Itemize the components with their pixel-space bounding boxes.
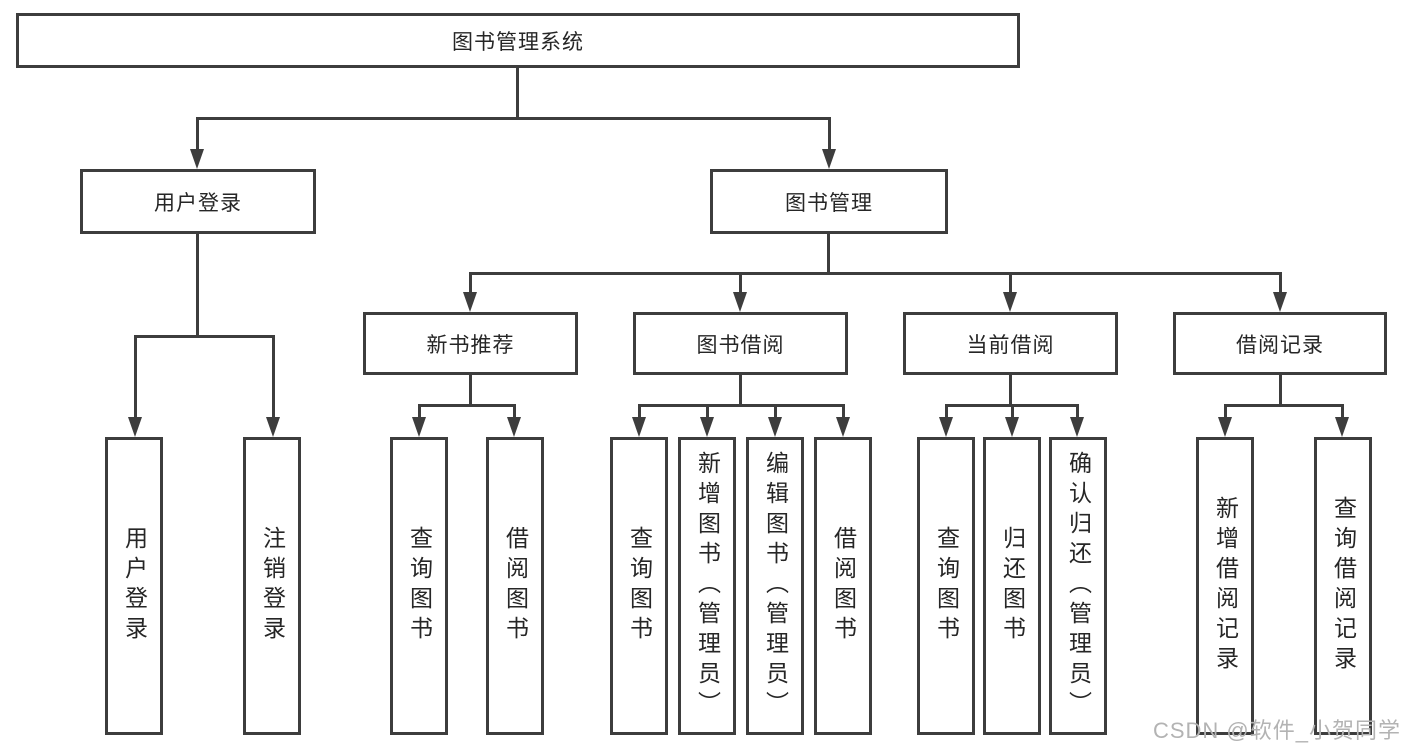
node-book-management-label: 图书管理 (785, 191, 873, 215)
leaf-label: 借阅图书 (830, 526, 857, 646)
arrow-down-icon (836, 417, 850, 437)
leaf-label: 查询图书 (406, 526, 433, 646)
arrow-down-icon (1005, 417, 1019, 437)
leaf-label: 查询图书 (626, 526, 653, 646)
node-borrow-records-label: 借阅记录 (1236, 333, 1324, 357)
node-book-management: 图书管理 (710, 169, 948, 234)
node-leaf-query-borrow-record: 查询借阅记录 (1314, 437, 1372, 735)
connector-line (774, 404, 777, 420)
connector-line (1009, 272, 1012, 296)
node-user-login: 用户登录 (80, 169, 316, 234)
leaf-label: 编辑图书（管理员） (762, 451, 789, 721)
connector-line (196, 117, 199, 151)
node-leaf-edit-book-admin: 编辑图书（管理员） (746, 437, 804, 735)
node-new-book-recommend: 新书推荐 (363, 312, 578, 375)
node-leaf-query-book-2: 查询图书 (610, 437, 668, 735)
connector-line (469, 375, 472, 407)
connector-line (638, 404, 845, 407)
arrow-down-icon (768, 417, 782, 437)
node-leaf-return-book: 归还图书 (983, 437, 1041, 735)
connector-line (1011, 404, 1014, 420)
connector-line (134, 335, 137, 419)
arrow-down-icon (632, 417, 646, 437)
connector-line (418, 404, 421, 420)
connector-line (469, 272, 1282, 275)
node-root: 图书管理系统 (16, 13, 1020, 68)
connector-line (1224, 404, 1344, 407)
node-new-book-recommend-label: 新书推荐 (426, 333, 515, 357)
leaf-label: 借阅图书 (502, 526, 529, 646)
leaf-label: 新增借阅记录 (1212, 496, 1239, 676)
connector-line (1279, 272, 1282, 296)
connector-line (842, 404, 845, 420)
connector-line (706, 404, 709, 420)
connector-line (196, 234, 199, 338)
arrow-down-icon (507, 417, 521, 437)
arrow-down-icon (1070, 417, 1084, 437)
leaf-label: 新增图书（管理员） (694, 451, 721, 721)
node-leaf-logout: 注销登录 (243, 437, 301, 735)
node-leaf-borrow-book-2: 借阅图书 (814, 437, 872, 735)
node-current-borrow-label: 当前借阅 (966, 333, 1055, 357)
connector-line (828, 117, 831, 151)
connector-line (739, 272, 742, 296)
arrow-down-icon (412, 417, 426, 437)
connector-line (418, 404, 516, 407)
node-book-borrow-label: 图书借阅 (696, 333, 785, 357)
connector-line (134, 335, 275, 338)
leaf-label: 确认归还（管理员） (1065, 451, 1092, 721)
leaf-label: 用户登录 (121, 526, 148, 646)
leaf-label: 注销登录 (259, 526, 286, 646)
node-leaf-confirm-return-admin: 确认归还（管理员） (1049, 437, 1107, 735)
arrow-down-icon (190, 149, 204, 169)
connector-line (638, 404, 641, 420)
connector-line (469, 272, 472, 296)
connector-line (516, 68, 519, 120)
node-leaf-add-borrow-record: 新增借阅记录 (1196, 437, 1254, 735)
connector-line (1341, 404, 1344, 420)
node-leaf-add-book-admin: 新增图书（管理员） (678, 437, 736, 735)
node-borrow-records: 借阅记录 (1173, 312, 1387, 375)
connector-line (272, 335, 275, 419)
node-user-login-label: 用户登录 (154, 191, 242, 215)
connector-line (1224, 404, 1227, 420)
connector-line (1009, 375, 1012, 407)
arrow-down-icon (266, 417, 280, 437)
node-current-borrow: 当前借阅 (903, 312, 1118, 375)
node-leaf-query-book-1: 查询图书 (390, 437, 448, 735)
connector-line (513, 404, 516, 420)
arrow-down-icon (822, 149, 836, 169)
arrow-down-icon (1218, 417, 1232, 437)
leaf-label: 归还图书 (999, 526, 1026, 646)
node-leaf-borrow-book-1: 借阅图书 (486, 437, 544, 735)
connector-line (739, 375, 742, 407)
watermark: CSDN @软件_小贺同学 (1152, 718, 1401, 743)
connector-line (1279, 375, 1282, 407)
leaf-label: 查询图书 (933, 526, 960, 646)
arrow-down-icon (939, 417, 953, 437)
arrow-down-icon (700, 417, 714, 437)
arrow-down-icon (1335, 417, 1349, 437)
arrow-down-icon (733, 292, 747, 312)
connector-line (196, 117, 831, 120)
node-book-borrow: 图书借阅 (633, 312, 848, 375)
connector-line (827, 234, 830, 275)
connector-line (945, 404, 948, 420)
node-leaf-user-login: 用户登录 (105, 437, 163, 735)
node-leaf-query-book-3: 查询图书 (917, 437, 975, 735)
connector-line (1076, 404, 1079, 420)
arrow-down-icon (1003, 292, 1017, 312)
arrow-down-icon (463, 292, 477, 312)
arrow-down-icon (128, 417, 142, 437)
leaf-label: 查询借阅记录 (1330, 496, 1357, 676)
node-root-label: 图书管理系统 (452, 30, 584, 54)
arrow-down-icon (1273, 292, 1287, 312)
